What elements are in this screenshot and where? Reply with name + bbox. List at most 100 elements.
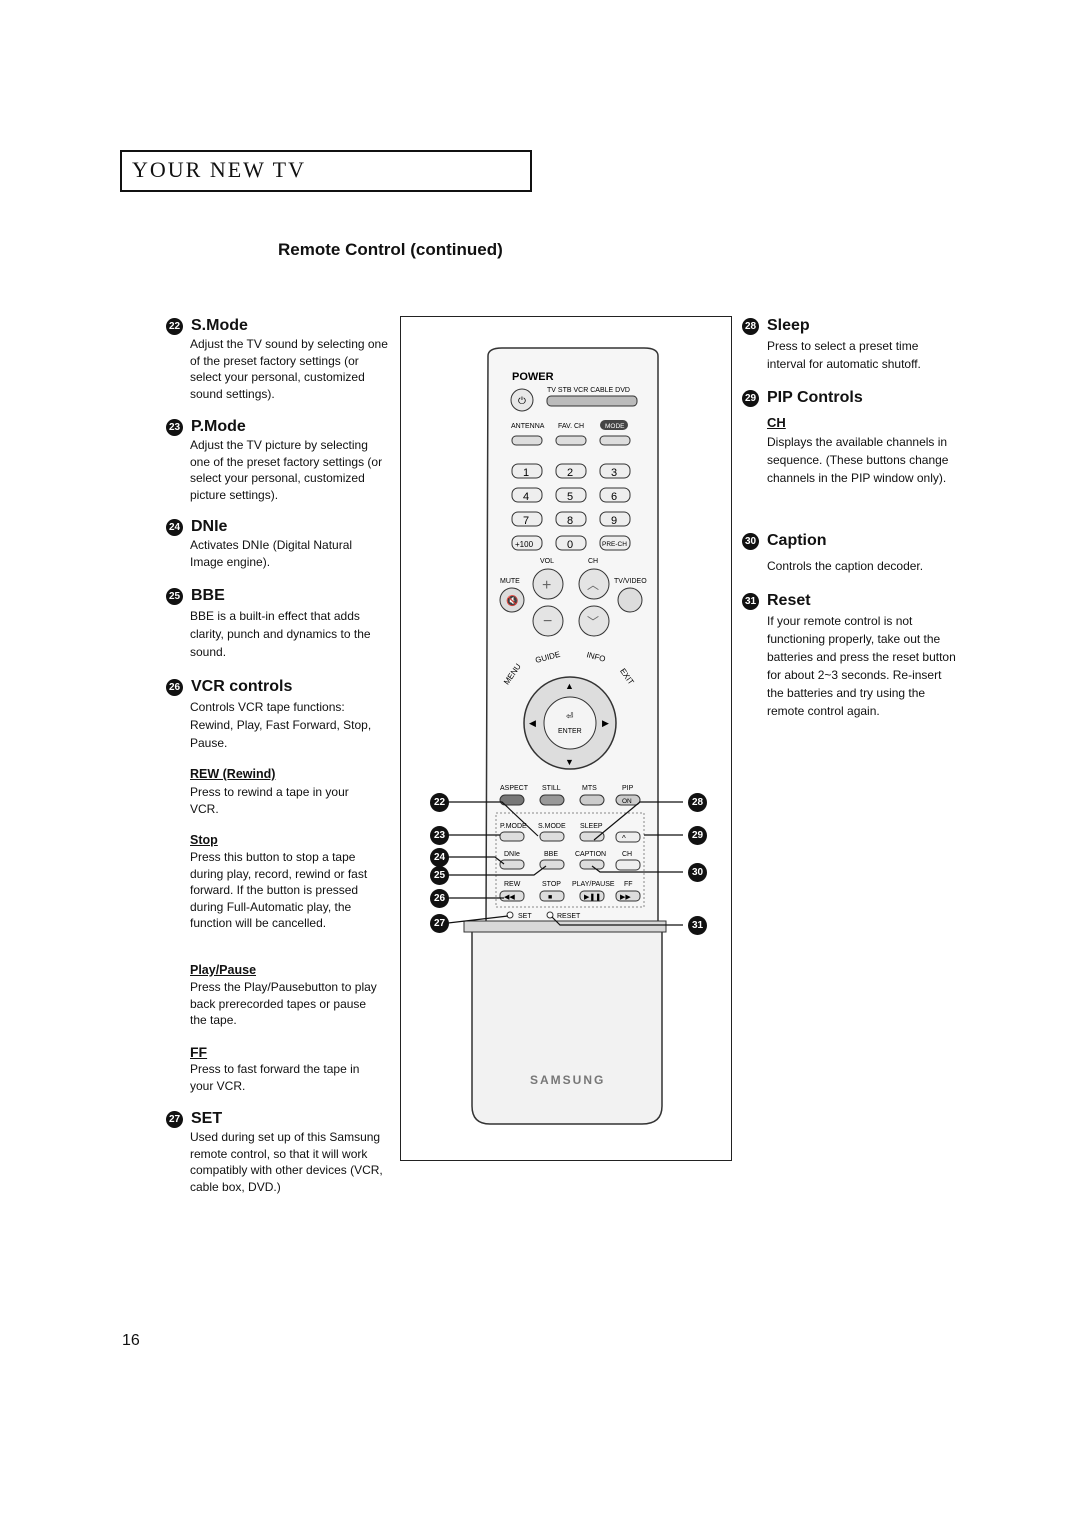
smode-button[interactable] bbox=[539, 831, 565, 842]
vcr-heading: 26 VCR controls bbox=[166, 678, 292, 696]
aspect-label: ASPECT bbox=[500, 785, 529, 792]
digit-label: 9 bbox=[611, 515, 617, 527]
number-badge: 27 bbox=[166, 1110, 183, 1128]
mute-button[interactable] bbox=[499, 587, 525, 613]
digit-button[interactable] bbox=[555, 487, 587, 503]
heading-text: Caption bbox=[767, 532, 827, 549]
number-badge: 22 bbox=[166, 317, 183, 335]
vol-up-button[interactable] bbox=[532, 568, 564, 600]
aspect-button[interactable] bbox=[499, 794, 525, 806]
rew-button[interactable] bbox=[499, 890, 525, 902]
callout-24: 24 bbox=[430, 848, 449, 867]
digit-button[interactable] bbox=[599, 463, 631, 479]
callout-23: 23 bbox=[430, 826, 449, 845]
pmode-button[interactable] bbox=[499, 831, 525, 842]
mode-button[interactable] bbox=[600, 420, 628, 430]
stop-heading: Stop bbox=[190, 833, 218, 847]
ff-button[interactable] bbox=[615, 890, 641, 902]
chevron-up-icon: ^ bbox=[622, 834, 626, 843]
dnie-heading: 24 DNIe bbox=[166, 518, 227, 536]
digit-button[interactable] bbox=[599, 487, 631, 503]
number-badge: 25 bbox=[166, 587, 183, 605]
power-button[interactable] bbox=[510, 388, 534, 412]
heading-text: BBE bbox=[191, 587, 225, 604]
ch-label: CH bbox=[588, 558, 598, 565]
stop-icon: ■ bbox=[548, 894, 552, 901]
callout-28: 28 bbox=[688, 793, 707, 812]
heading-text: P.Mode bbox=[191, 418, 246, 435]
number-badge: 23 bbox=[166, 418, 183, 436]
plus100-button[interactable] bbox=[511, 535, 543, 551]
stop-button[interactable] bbox=[539, 890, 565, 902]
tvvideo-label: TV/VIDEO bbox=[614, 578, 647, 585]
callout-31: 31 bbox=[688, 916, 707, 935]
sleep-button[interactable] bbox=[579, 831, 605, 842]
ff-heading: FF bbox=[190, 1044, 208, 1060]
sleep-label: SLEEP bbox=[580, 823, 603, 830]
ch-up-button[interactable] bbox=[578, 568, 610, 600]
digit-zero-button[interactable] bbox=[555, 535, 587, 551]
ff-text: Press to fast forward the tape in your V… bbox=[190, 1062, 360, 1093]
enter-button[interactable] bbox=[543, 696, 597, 750]
chevron-up-icon: ︿ bbox=[587, 578, 599, 592]
bbe-button[interactable] bbox=[539, 859, 565, 870]
digit-button[interactable] bbox=[511, 463, 543, 479]
heading-text: PIP Controls bbox=[767, 389, 863, 406]
arrow-right-icon: ▶ bbox=[602, 718, 609, 728]
digit-button[interactable] bbox=[599, 511, 631, 527]
dnie-button[interactable] bbox=[499, 859, 525, 870]
arrow-up-icon: ▲ bbox=[565, 681, 574, 691]
callout-27: 27 bbox=[430, 914, 449, 933]
pip-label: PIP bbox=[622, 785, 634, 792]
heading-text: Reset bbox=[767, 592, 811, 609]
still-button[interactable] bbox=[539, 794, 565, 806]
prech-button[interactable] bbox=[599, 535, 631, 551]
ch-down-button[interactable] bbox=[578, 605, 610, 637]
ch-text: Displays the available channels in seque… bbox=[767, 435, 949, 485]
sleep-heading: 28 Sleep bbox=[742, 317, 810, 335]
vol-down-button[interactable] bbox=[532, 605, 564, 637]
callout-30: 30 bbox=[688, 863, 707, 882]
rew-text: Press to rewind a tape in your VCR. bbox=[190, 785, 349, 816]
digit-label: 8 bbox=[567, 515, 573, 527]
favch-label: FAV. CH bbox=[558, 423, 584, 430]
power-icon: ⏻ bbox=[518, 396, 526, 407]
digit-button[interactable] bbox=[511, 487, 543, 503]
pip-on-button[interactable] bbox=[615, 794, 641, 806]
dnie-text: Activates DNIe (Digital Natural Image en… bbox=[190, 538, 353, 569]
digit-button[interactable] bbox=[555, 463, 587, 479]
rew-label: REW bbox=[504, 881, 521, 888]
pip-ch-down-button[interactable] bbox=[615, 859, 641, 871]
fastforward-icon: ▶▶ bbox=[620, 894, 631, 901]
reset-button[interactable] bbox=[546, 911, 554, 919]
bbe-heading: 25 BBE bbox=[166, 587, 225, 605]
antenna-button[interactable] bbox=[511, 435, 543, 446]
playpause-icon: ▶❚❚ bbox=[584, 893, 601, 901]
power-label: POWER bbox=[512, 371, 554, 383]
stop-label: STOP bbox=[542, 881, 561, 888]
number-pad: 1 2 3 4 5 6 7 8 9 +100 0 PRE-CH bbox=[511, 463, 631, 551]
pip-ch-up-button[interactable] bbox=[615, 831, 641, 843]
playpause-button[interactable] bbox=[579, 890, 605, 902]
playpause-text: Press the Play/Pausebutton to play back … bbox=[190, 980, 377, 1027]
bbe-label: BBE bbox=[544, 851, 558, 858]
digit-button[interactable] bbox=[511, 511, 543, 527]
mode-select-button[interactable] bbox=[599, 435, 631, 446]
ch2-label: CH bbox=[622, 851, 632, 858]
caption-button[interactable] bbox=[579, 859, 605, 870]
digit-label: 5 bbox=[567, 491, 573, 503]
pmode-heading: 23 P.Mode bbox=[166, 418, 246, 436]
samsung-logo: SAMSUNG bbox=[530, 1073, 605, 1087]
enter-label: ENTER bbox=[558, 728, 582, 735]
set-text: Used during set up of this Samsung remot… bbox=[190, 1130, 383, 1194]
callout-22: 22 bbox=[430, 793, 449, 812]
favch-button[interactable] bbox=[555, 435, 587, 446]
tvvideo-button[interactable] bbox=[617, 587, 643, 613]
mts-button[interactable] bbox=[579, 794, 605, 806]
number-badge: 24 bbox=[166, 518, 183, 536]
dnie-label: DNIe bbox=[504, 851, 520, 858]
antenna-label: ANTENNA bbox=[511, 423, 545, 430]
pmode-text: Adjust the TV picture by selecting one o… bbox=[190, 438, 383, 502]
set-button[interactable] bbox=[506, 911, 514, 919]
digit-button[interactable] bbox=[555, 511, 587, 527]
